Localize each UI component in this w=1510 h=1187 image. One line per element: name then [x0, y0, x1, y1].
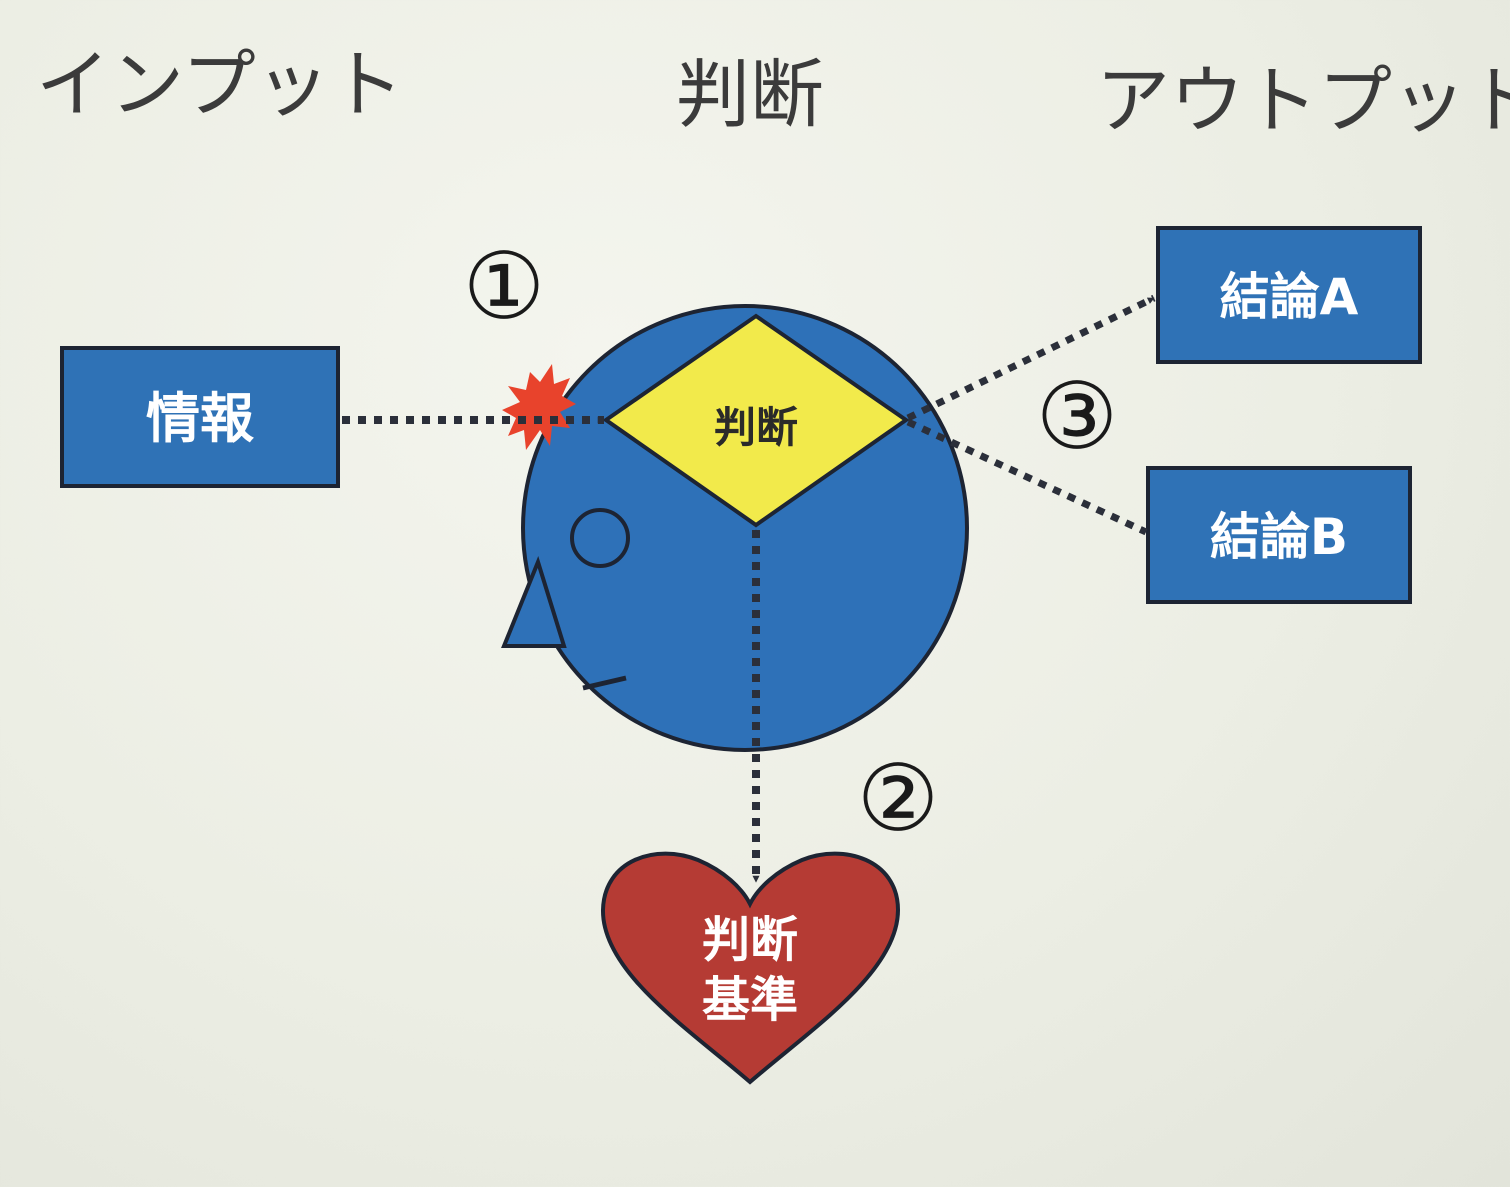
heading-output: アウトプット	[1096, 58, 1510, 144]
arrow-judgment-to-conclusion-a	[906, 294, 1156, 422]
diamond-shape	[602, 313, 910, 528]
conclusion-a-label: 結論A	[1220, 268, 1359, 326]
eye-circle	[570, 508, 630, 568]
conclusion-a-box: 結論A	[1156, 226, 1422, 364]
heading-judgment: 判断	[676, 52, 824, 138]
heading-input: インプット	[36, 42, 404, 128]
criteria-label-line1: 判断	[702, 912, 798, 968]
step-marker-3: ③	[1036, 363, 1118, 470]
arrow-judgment-to-conclusion-b	[906, 418, 1148, 536]
step-marker-2: ②	[857, 745, 939, 852]
criteria-label-line2: 基準	[702, 972, 798, 1028]
step-marker-1: ①	[463, 233, 545, 340]
judgment-diamond: 判断	[602, 313, 910, 528]
spark-burst-icon	[502, 364, 576, 450]
heart-shape	[600, 851, 901, 1085]
information-label: 情報	[146, 387, 254, 450]
conclusion-b-box: 結論B	[1146, 466, 1412, 604]
conclusion-b-label: 結論B	[1210, 508, 1348, 566]
mouth-line	[582, 675, 627, 691]
conclusion-b-rect	[1146, 466, 1412, 604]
criteria-heart: 判断 基準	[600, 851, 901, 1085]
information-rect	[60, 346, 340, 488]
information-box: 情報	[60, 346, 340, 488]
nose-triangle	[501, 556, 567, 648]
diamond-label: 判断	[714, 403, 798, 452]
conclusion-a-rect	[1156, 226, 1422, 364]
